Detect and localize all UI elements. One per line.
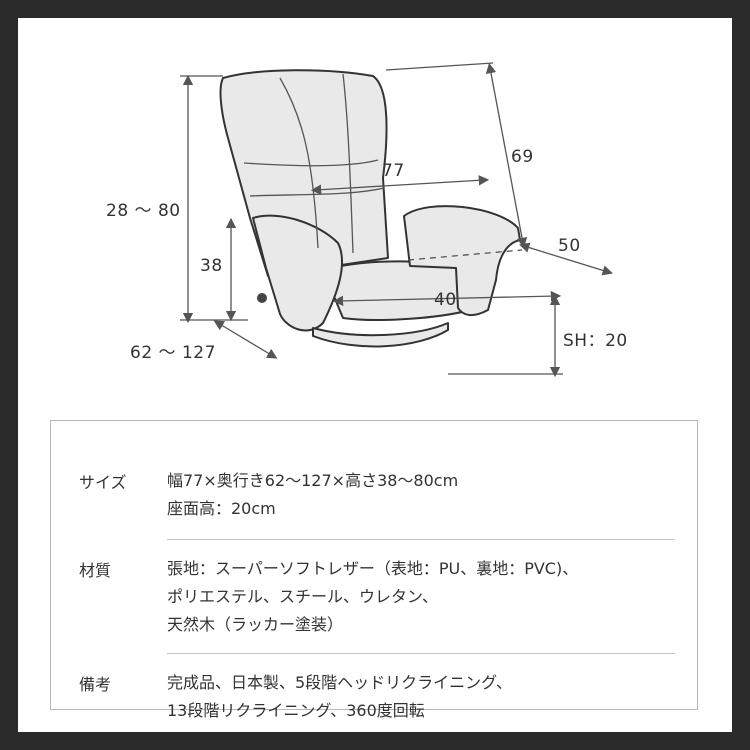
spec-line: 張地：スーパーソフトレザー（表地：PU、裏地：PVC)、 (167, 559, 579, 578)
spec-line: ポリエステル、スチール、ウレタン、 (167, 587, 439, 606)
dim-side-depth: 50 (558, 236, 581, 256)
product-card: 28 〜 80 38 62 〜 127 77 69 50 40 SH：20 サイ… (18, 18, 732, 732)
divider (167, 653, 675, 654)
dim-depth-range: 62 〜 127 (130, 343, 216, 363)
chair-illustration (180, 62, 613, 378)
spec-value: 幅77×奥行き62〜127×高さ38〜80cm 座面高：20cm (167, 467, 458, 523)
dim-height-range: 28 〜 80 (106, 201, 181, 221)
dimension-lines (180, 62, 613, 378)
spec-line: 座面高：20cm (167, 499, 276, 518)
spec-line: 13段階リクライニング、360度回転 (167, 701, 425, 720)
chair-dimension-diagram: 28 〜 80 38 62 〜 127 77 69 50 40 SH：20 (18, 18, 732, 398)
dim-width: 77 (382, 161, 405, 181)
spec-table: サイズ 幅77×奥行き62〜127×高さ38〜80cm 座面高：20cm 材質 … (50, 420, 698, 720)
dim-seat-width: 40 (434, 290, 457, 310)
divider (167, 539, 675, 540)
chair-shape (219, 69, 521, 348)
spec-line: 天然木（ラッカー塗装） (167, 615, 344, 634)
dim-back-length: 69 (511, 147, 534, 167)
dim-seat-height: SH：20 (563, 331, 628, 351)
dim-armrest-height: 38 (200, 256, 223, 276)
spec-label: 材質 (79, 561, 112, 580)
spec-value: 完成品、日本製、5段階ヘッドリクライニング、 13段階リクライニング、360度回… (167, 669, 512, 725)
spec-value: 張地：スーパーソフトレザー（表地：PU、裏地：PVC)、 ポリエステル、スチール… (167, 555, 578, 639)
spec-label: サイズ (79, 473, 127, 492)
spec-line: 完成品、日本製、5段階ヘッドリクライニング、 (167, 673, 513, 692)
spec-label: 備考 (79, 675, 112, 694)
spec-line: 幅77×奥行き62〜127×高さ38〜80cm (167, 471, 459, 490)
